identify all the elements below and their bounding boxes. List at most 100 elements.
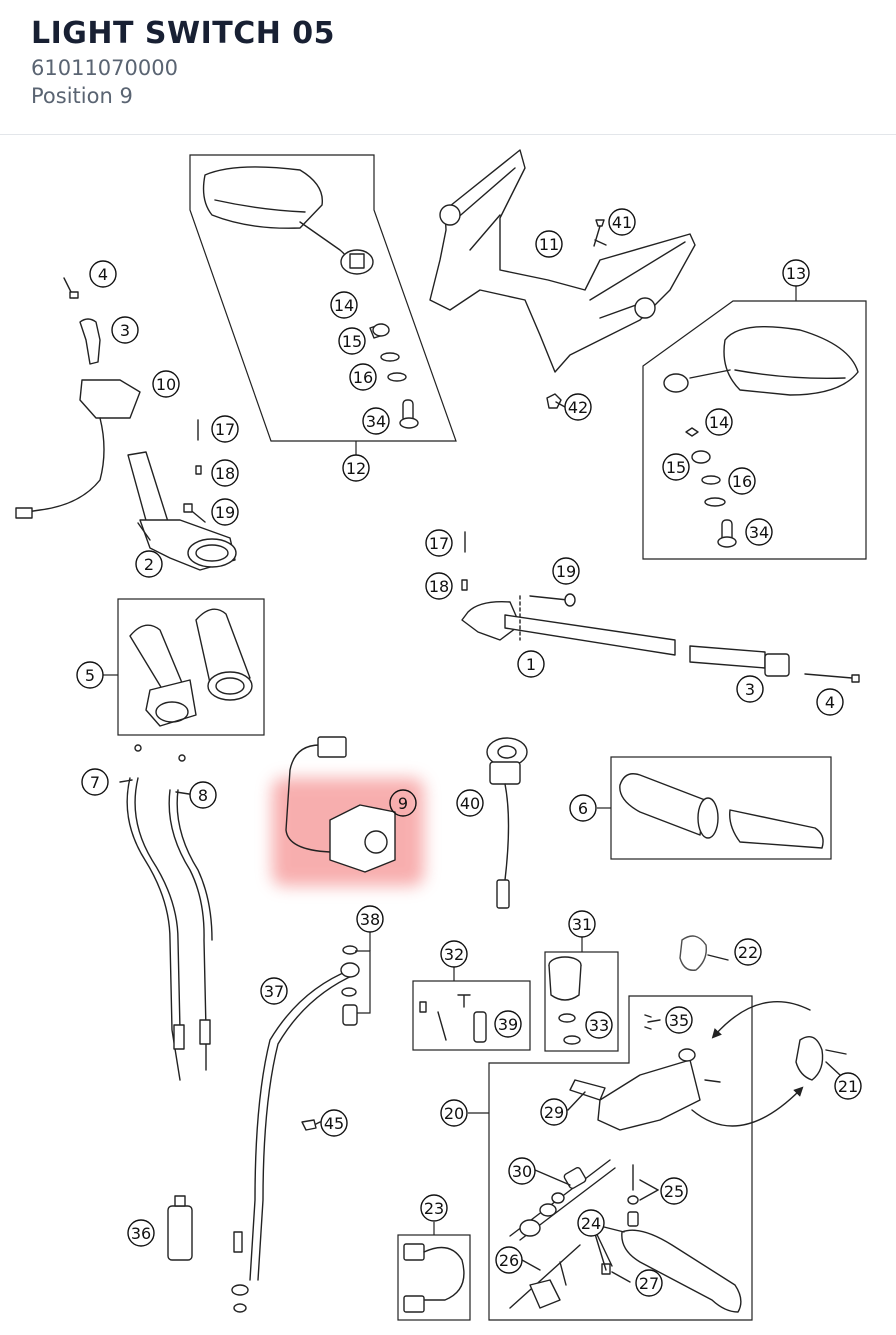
callout-circle — [508, 1157, 536, 1185]
callout-25: 25 — [660, 1177, 688, 1205]
callout-circle — [260, 977, 288, 1005]
callout-label: 16 — [353, 368, 373, 387]
callout-circle — [535, 230, 563, 258]
callout-label: 31 — [572, 915, 592, 934]
callout-11: 11 — [535, 230, 563, 258]
callout-30: 30 — [508, 1157, 536, 1185]
callout-label: 10 — [156, 375, 176, 394]
callout-circle — [736, 675, 764, 703]
callout-circle — [568, 910, 596, 938]
callout-10: 10 — [152, 370, 180, 398]
callout-2: 2 — [135, 550, 163, 578]
callout-1: 1 — [517, 650, 545, 678]
callout-label: 3 — [120, 321, 130, 340]
master-cylinder-group — [468, 995, 753, 1321]
callout-label: 5 — [85, 666, 95, 685]
callout-label: 38 — [360, 910, 380, 929]
callout-label: 19 — [556, 562, 576, 581]
callout-circle — [816, 688, 844, 716]
callout-circle — [211, 498, 239, 526]
callout-37: 37 — [260, 977, 288, 1005]
callout-label: 15 — [342, 332, 362, 351]
clamp-22 — [679, 935, 729, 971]
grips-box-right — [597, 756, 832, 860]
callout-label: 29 — [544, 1103, 564, 1122]
callout-label: 26 — [499, 1251, 519, 1270]
callout-circle — [189, 781, 217, 809]
box-32 — [412, 966, 531, 1051]
callout-circle — [152, 370, 180, 398]
exploded-parts-diagram: 4310171819214151634121141421314151634171… — [15, 149, 867, 1321]
callout-circle — [330, 291, 358, 319]
handlebar-bracket — [429, 149, 696, 409]
callout-18: 18 — [425, 572, 453, 600]
callout-circle — [834, 1072, 862, 1100]
callout-circle — [705, 408, 733, 436]
callout-9: 9 — [389, 789, 417, 817]
handlebar — [461, 531, 860, 683]
callout-circle — [425, 529, 453, 557]
callout-circle — [495, 1246, 523, 1274]
callout-circle — [635, 1269, 663, 1297]
callout-circle — [89, 260, 117, 288]
callout-circle — [782, 259, 810, 287]
callout-label: 37 — [264, 982, 284, 1001]
callout-31: 31 — [568, 910, 596, 938]
callout-label: 12 — [346, 459, 366, 478]
callout-16: 16 — [728, 467, 756, 495]
clip-45 — [301, 1119, 317, 1131]
throttle-cables — [126, 744, 213, 1081]
callout-label: 6 — [578, 799, 588, 818]
callout-32: 32 — [440, 940, 468, 968]
callout-16: 16 — [349, 363, 377, 391]
callout-circle — [662, 453, 690, 481]
callout-36: 36 — [127, 1219, 155, 1247]
clamp-21-rotation — [691, 1001, 847, 1127]
callout-33: 33 — [585, 1011, 613, 1039]
callout-circle — [734, 938, 762, 966]
callout-circle — [517, 650, 545, 678]
callout-22: 22 — [734, 938, 762, 966]
callout-label: 41 — [612, 213, 632, 232]
callout-label: 9 — [398, 794, 408, 813]
callout-label: 18 — [215, 464, 235, 483]
box-23 — [397, 1222, 471, 1321]
fluid-bottle — [167, 1195, 193, 1261]
callout-label: 20 — [444, 1104, 464, 1123]
callout-circle — [389, 789, 417, 817]
callout-34: 34 — [362, 407, 390, 435]
callout-circle — [660, 1177, 688, 1205]
callout-circle — [569, 794, 597, 822]
callout-label: 4 — [825, 693, 835, 712]
callout-circle — [135, 550, 163, 578]
callout-circle — [564, 393, 592, 421]
callout-circle — [440, 1099, 468, 1127]
page-title: LIGHT SWITCH 05 — [31, 16, 336, 51]
callout-label: 16 — [732, 472, 752, 491]
callout-21: 21 — [834, 1072, 862, 1100]
callout-label: 40 — [460, 794, 480, 813]
callout-label: 27 — [639, 1274, 659, 1293]
light-switch-part — [285, 736, 396, 873]
callout-15: 15 — [338, 327, 366, 355]
callout-45: 45 — [320, 1109, 348, 1137]
callout-27: 27 — [635, 1269, 663, 1297]
callout-4: 4 — [816, 688, 844, 716]
callout-7: 7 — [81, 768, 109, 796]
callout-39: 39 — [494, 1010, 522, 1038]
callout-8: 8 — [189, 781, 217, 809]
callout-label: 19 — [215, 503, 235, 522]
callout-circle — [608, 208, 636, 236]
callout-12: 12 — [342, 454, 370, 482]
callout-label: 21 — [838, 1077, 858, 1096]
callout-label: 35 — [669, 1011, 689, 1030]
callout-3: 3 — [736, 675, 764, 703]
callout-circle — [76, 661, 104, 689]
callout-34: 34 — [745, 518, 773, 546]
callout-circle — [349, 363, 377, 391]
callout-40: 40 — [456, 789, 484, 817]
callout-label: 24 — [581, 1214, 601, 1233]
mirror-left-group — [189, 154, 457, 455]
callout-label: 15 — [666, 458, 686, 477]
callout-label: 18 — [429, 577, 449, 596]
